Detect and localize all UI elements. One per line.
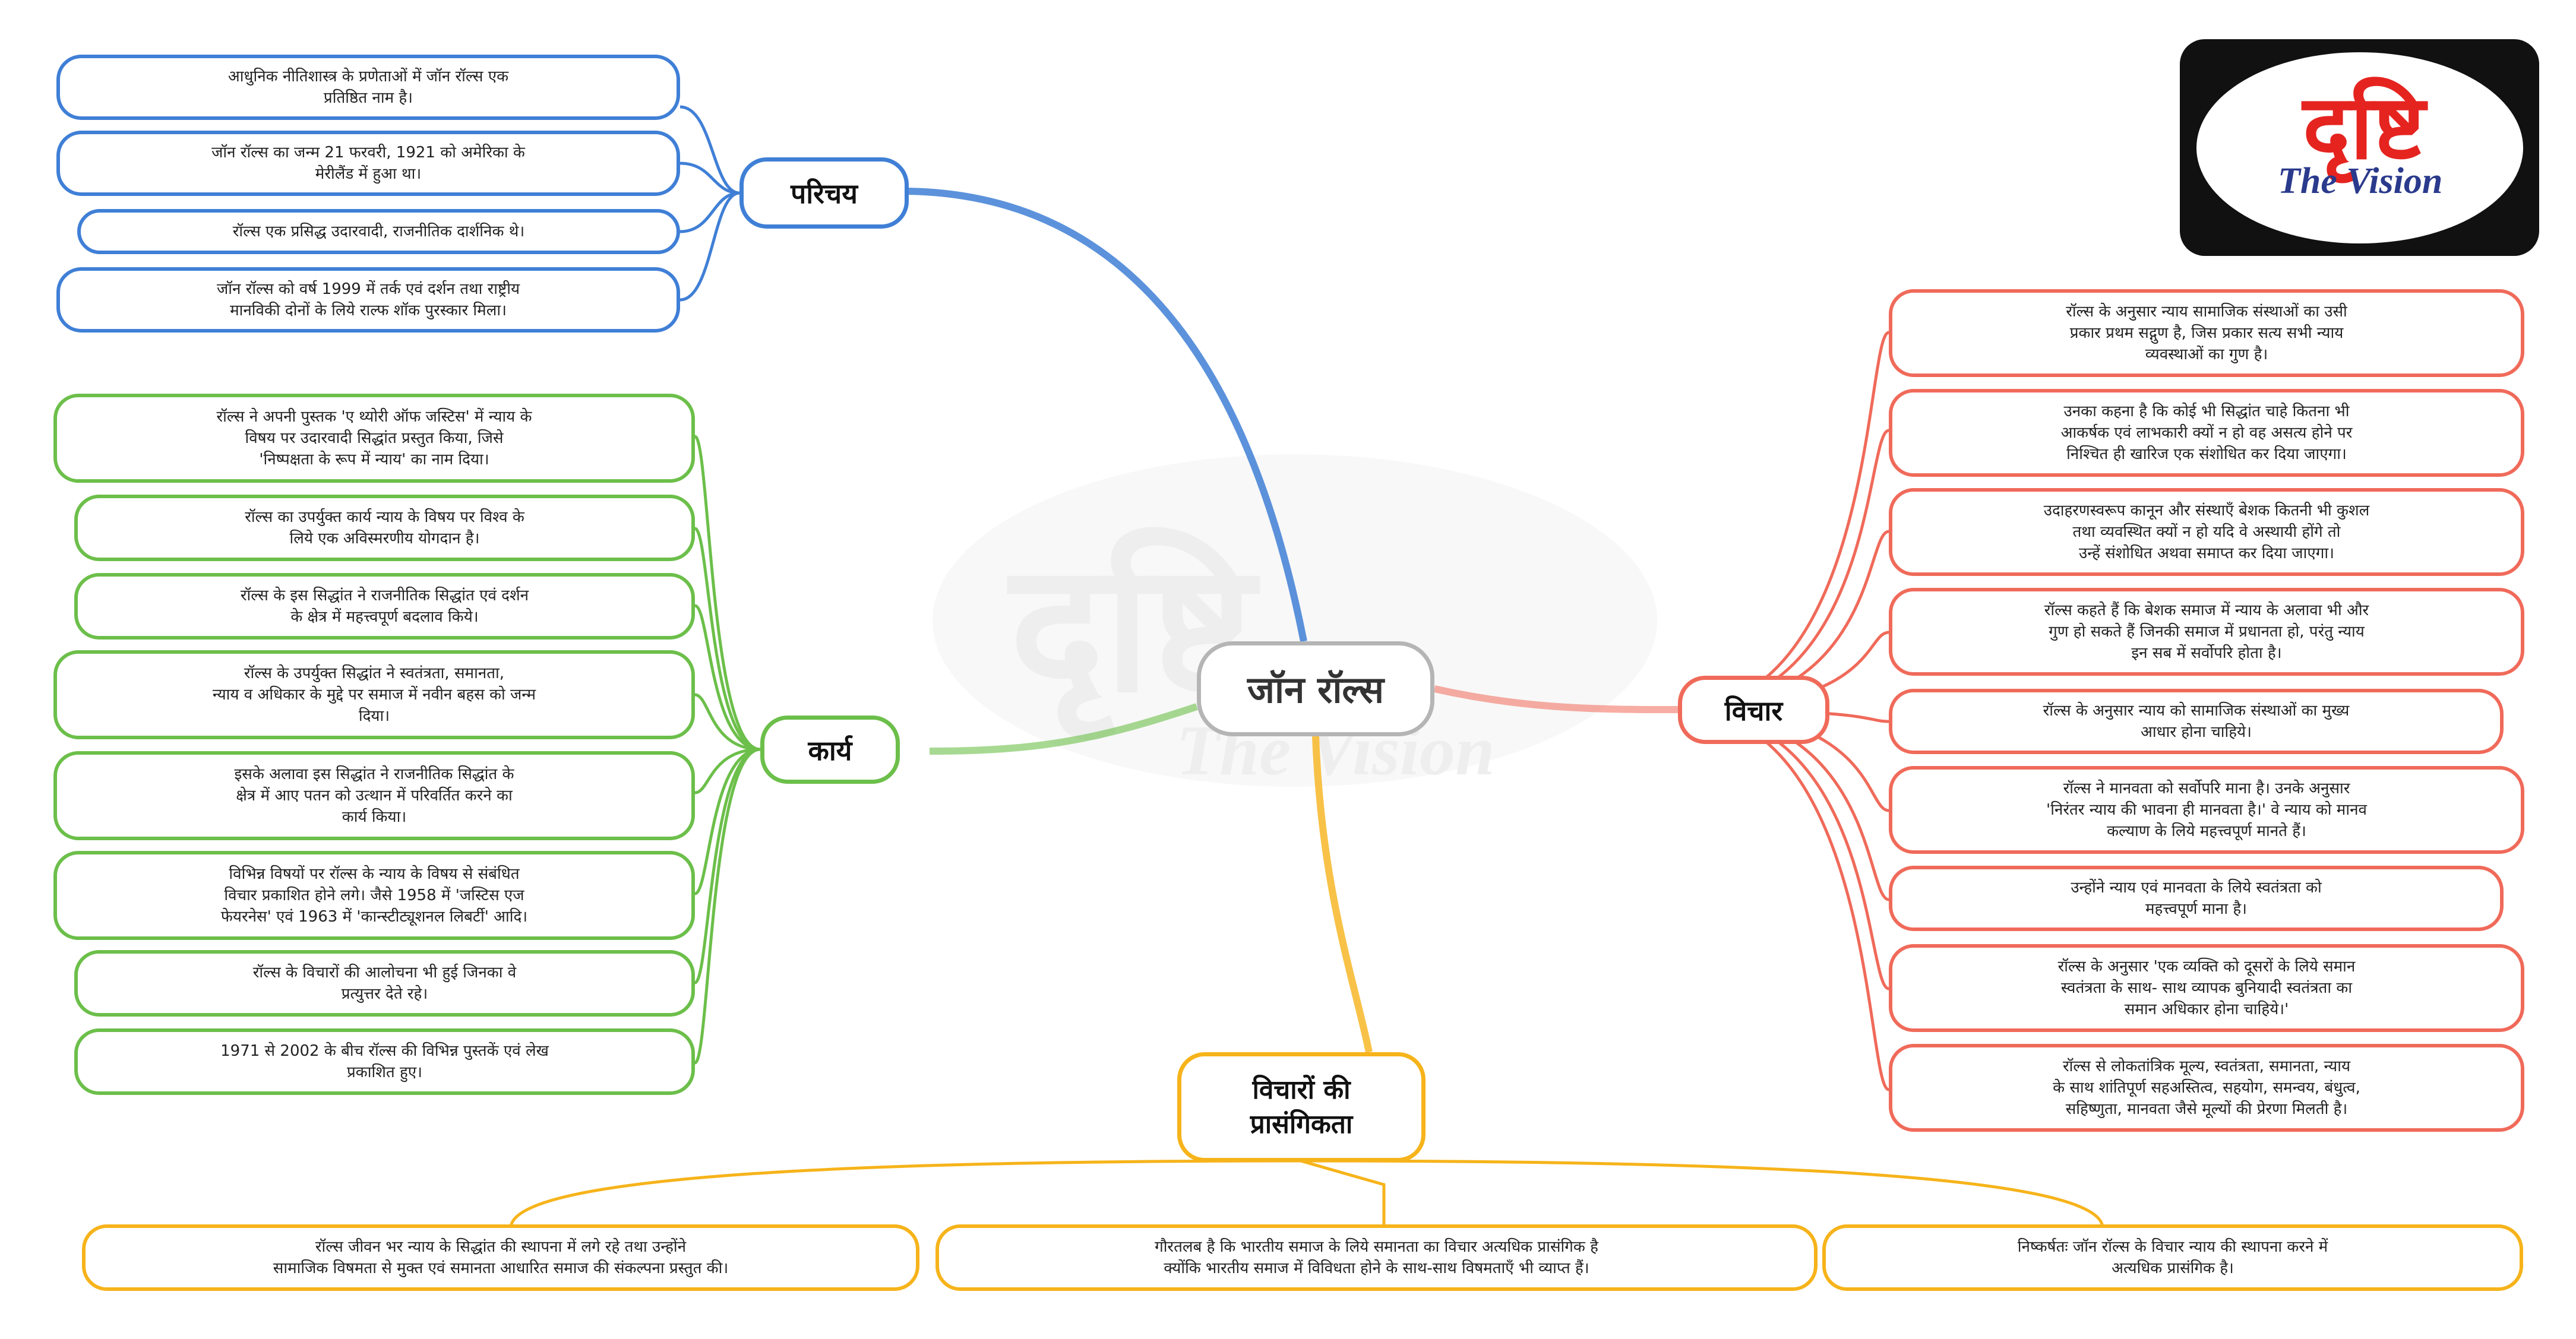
branch-karya: कार्य — [760, 716, 900, 784]
connector-parichay-leaf — [679, 191, 740, 233]
connector-center-karya — [929, 703, 1198, 755]
karya-item: रॉल्स ने अपनी पुस्तक 'ए थ्योरी ऑफ जस्टिस… — [53, 394, 695, 483]
connector-vichar-leaf — [1677, 708, 1889, 990]
vichar-item: उनका कहना है कि कोई भी सिद्धांत चाहे कित… — [1889, 389, 2524, 477]
vichar-item: रॉल्स के अनुसार न्याय को सामाजिक संस्थाओ… — [1889, 689, 2504, 754]
connector-prasangikta-leaf — [1300, 1159, 1386, 1228]
karya-item: रॉल्स का उपर्युक्त कार्य न्याय के विषय प… — [74, 495, 695, 561]
connector-karya-leaf — [694, 604, 761, 751]
vichar-item: रॉल्स से लोकतांत्रिक मूल्य, स्वतंत्रता, … — [1889, 1044, 2524, 1132]
karya-item: 1971 से 2002 के बीच रॉल्स की विभिन्न पुस… — [74, 1028, 695, 1095]
connector-vichar-leaf — [1677, 331, 1890, 711]
vichar-item: रॉल्स के अनुसार न्याय सामाजिक संस्थाओं क… — [1889, 289, 2524, 377]
vichar-item: उदाहरणस्वरूप कानून और संस्थाएँ बेशक कितन… — [1889, 488, 2524, 576]
parichay-item: जॉन रॉल्स का जन्म 21 फरवरी, 1921 को अमेर… — [56, 131, 680, 196]
branch-prasangikta: विचारों की प्रासंगिकता — [1177, 1052, 1426, 1162]
logo-oval — [2196, 52, 2523, 243]
connector-parichay-leaf — [679, 162, 740, 195]
branch-vichar: विचार — [1678, 676, 1829, 744]
connector-parichay-leaf — [679, 105, 740, 195]
connector-karya-leaf — [694, 527, 761, 751]
vichar-item: रॉल्स कहते हैं कि बेशक समाज में न्याय के… — [1889, 588, 2524, 676]
connector-karya-leaf — [694, 748, 761, 985]
karya-item: इसके अलावा इस सिद्धांत ने राजनीतिक सिद्ध… — [53, 751, 695, 840]
parichay-item: रॉल्स एक प्रसिद्ध उदारवादी, राजनीतिक दार… — [77, 209, 680, 254]
connector-karya-leaf — [694, 693, 761, 751]
prasangikta-item: गौरतलब है कि भारतीय समाज के लिये समानता … — [935, 1224, 1818, 1291]
prasangikta-item: निष्कर्षतः जॉन रॉल्स के विचार न्याय की स… — [1822, 1224, 2523, 1291]
connector-parichay-leaf — [679, 191, 740, 302]
parichay-item: आधुनिक नीतिशास्त्र के प्रणेताओं में जॉन … — [56, 55, 680, 120]
logo-hindi-text: दृष्टि — [2302, 76, 2426, 179]
connector-center-prasangikta — [1312, 736, 1373, 1053]
karya-item: रॉल्स के विचारों की आलोचना भी हुई जिनका … — [74, 950, 695, 1017]
connector-karya-leaf — [694, 748, 761, 794]
connector-prasangikta-leaf — [1300, 1159, 2104, 1229]
connector-center-parichay — [908, 188, 1307, 642]
karya-item: रॉल्स के उपर्युक्त सिद्धांत ने स्वतंत्रत… — [53, 650, 695, 739]
connector-vichar-leaf — [1677, 708, 1890, 1091]
vichar-item: रॉल्स ने मानवता को सर्वोपरि माना है। उनक… — [1889, 766, 2524, 854]
center-topic: जॉन रॉल्स — [1197, 641, 1434, 736]
karya-item: रॉल्स के इस सिद्धांत ने राजनीतिक सिद्धां… — [74, 573, 695, 640]
connector-prasangikta-leaf — [509, 1159, 1301, 1229]
vichar-item: रॉल्स के अनुसार 'एक व्यक्ति को दूसरों के… — [1889, 944, 2524, 1032]
karya-item: विभिन्न विषयों पर रॉल्स के न्याय के विषय… — [53, 851, 695, 940]
logo-english-text: The Vision — [2278, 161, 2443, 201]
prasangikta-item: रॉल्स जीवन भर न्याय के सिद्धांत की स्थाप… — [82, 1224, 919, 1291]
connector-karya-leaf — [693, 435, 761, 751]
connector-karya-leaf — [694, 748, 761, 895]
connector-vichar-leaf — [1677, 429, 1889, 711]
branch-parichay: परिचय — [739, 157, 909, 229]
connector-center-vichar — [1433, 685, 1679, 713]
parichay-item: जॉन रॉल्स को वर्ष 1999 में तर्क एवं दर्श… — [56, 267, 680, 333]
connector-karya-leaf — [693, 748, 761, 1065]
vichar-item: उन्होंने न्याय एवं मानवता के लिये स्वतंत… — [1889, 866, 2504, 931]
